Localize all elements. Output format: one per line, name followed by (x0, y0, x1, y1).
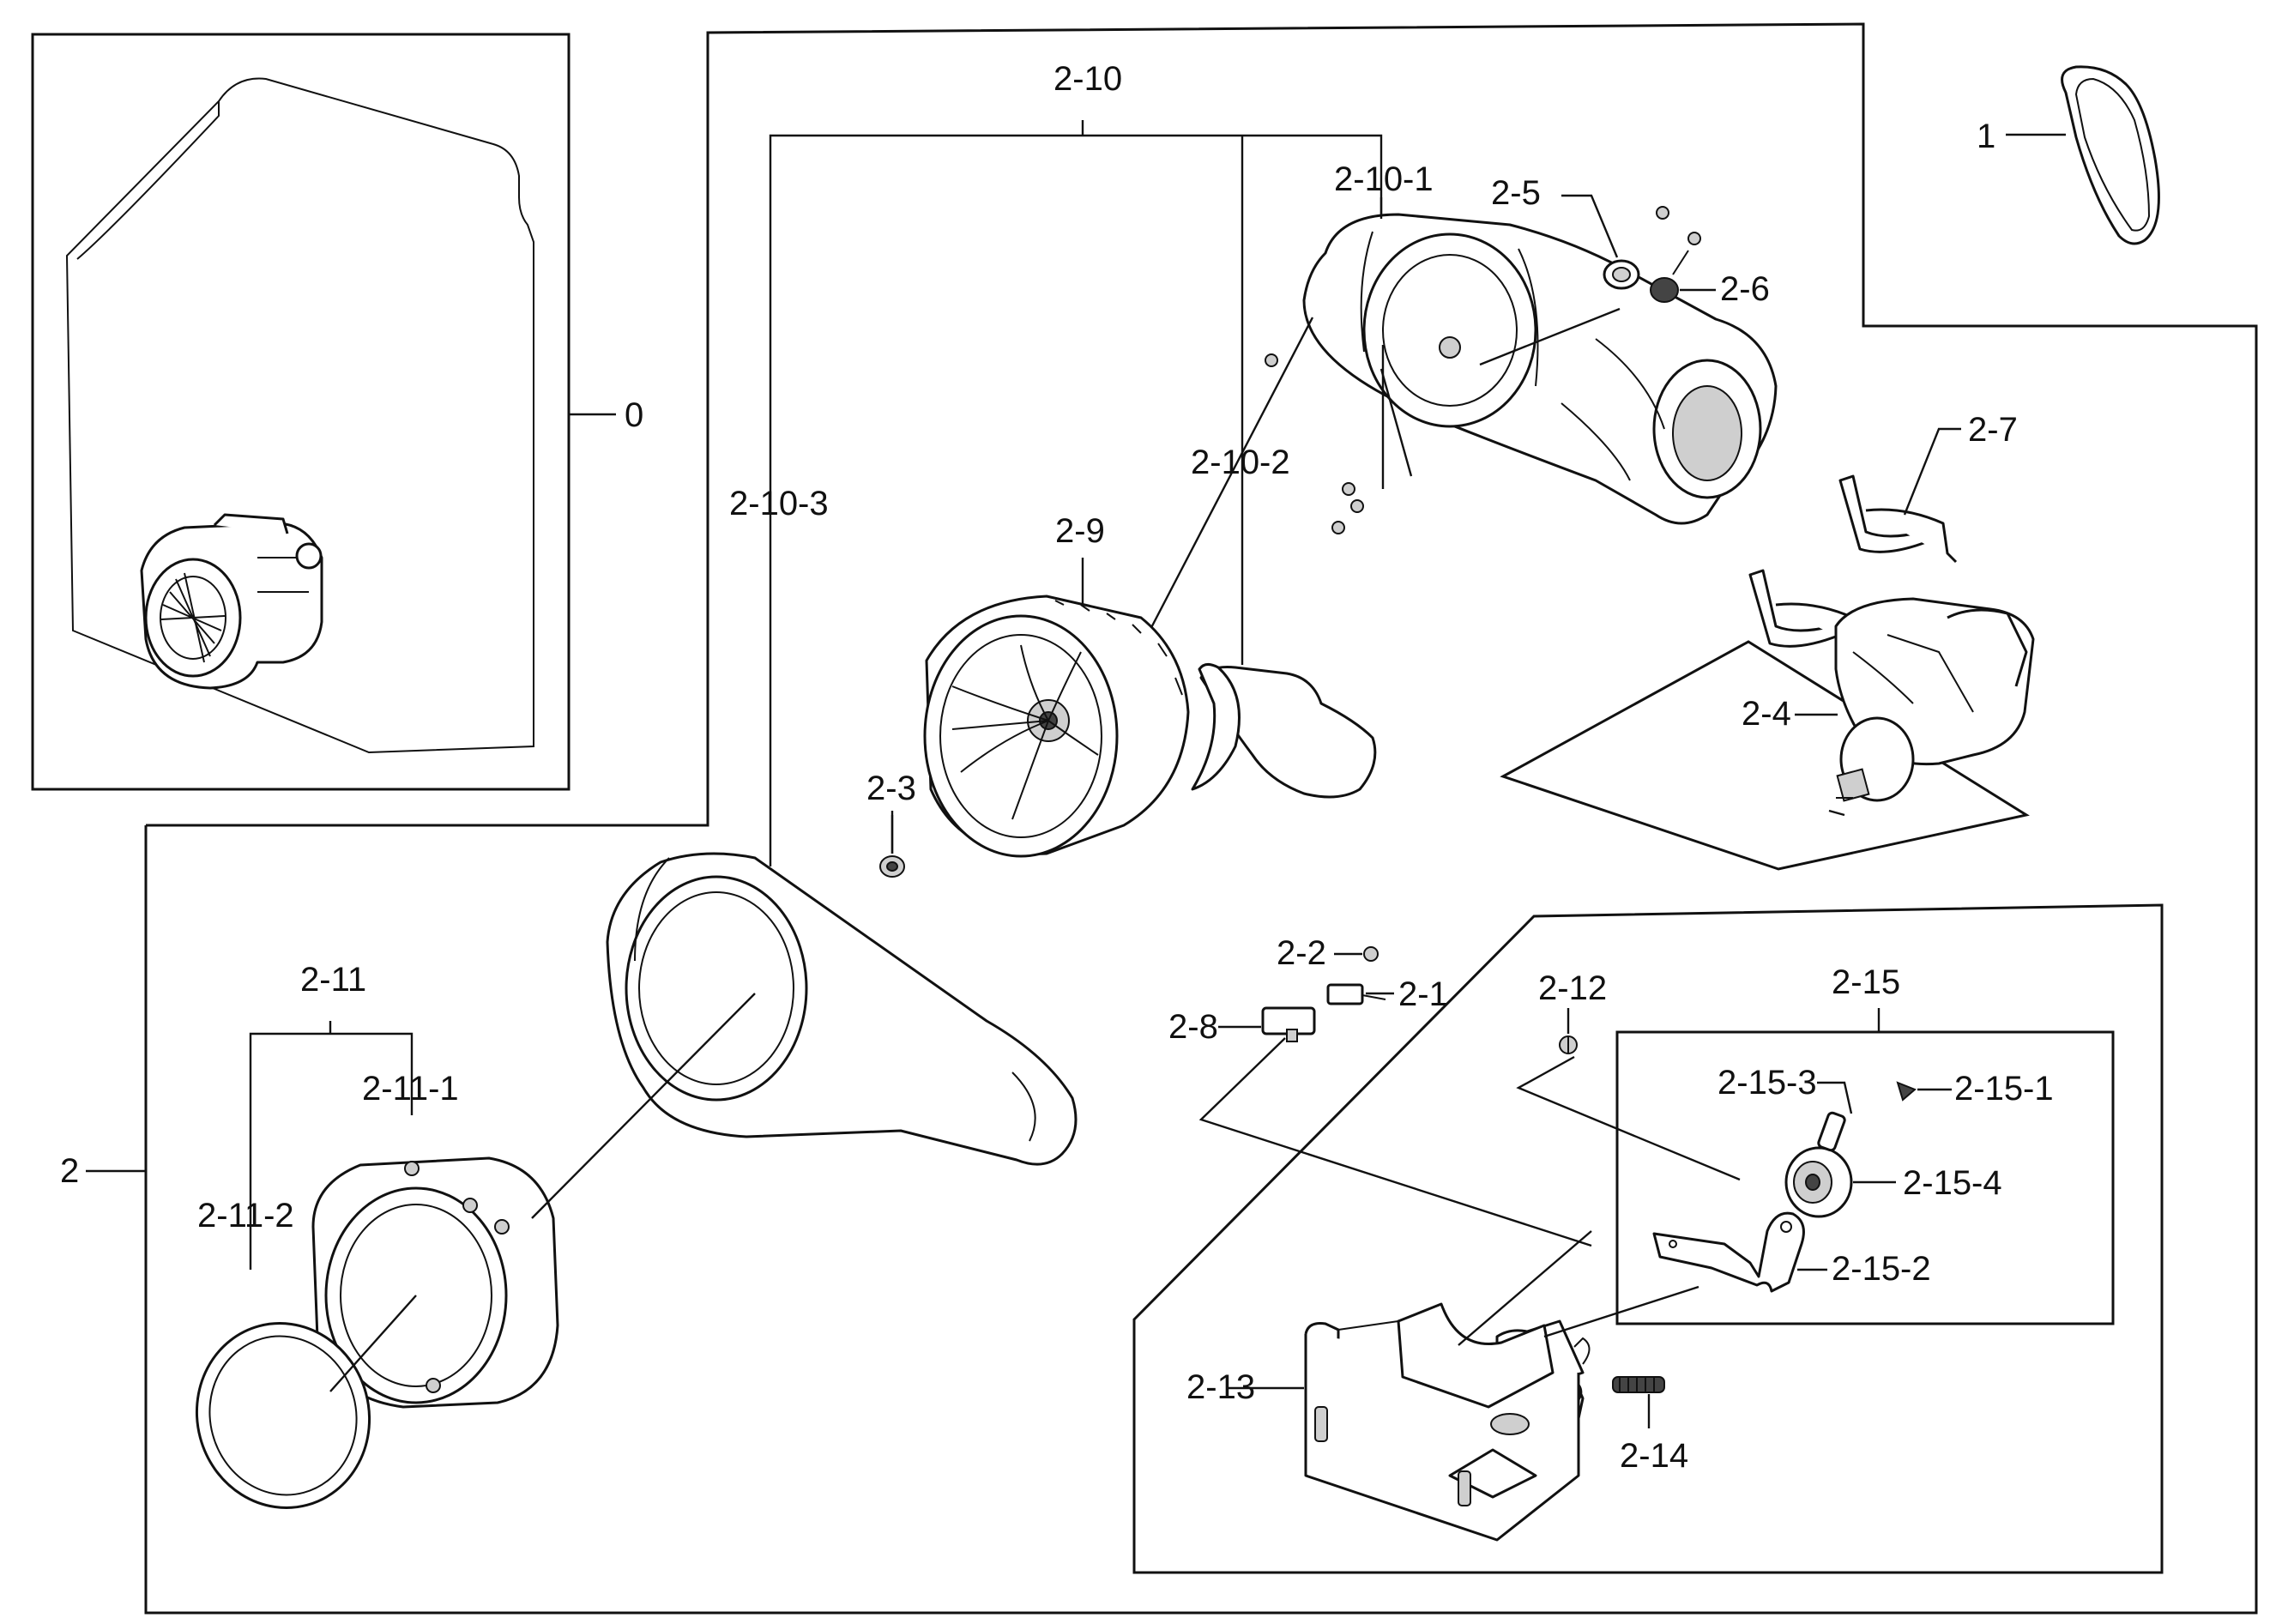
callout-1: 1 (1977, 118, 1995, 155)
callout-2-15-4: 2-15-4 (1903, 1164, 2002, 1202)
idler-shaft-2-15-3 (1817, 1111, 1846, 1152)
callout-2-14: 2-14 (1620, 1437, 1688, 1475)
screw-2-12 (1559, 1035, 1578, 1054)
thermal-fuse-2-6 (1650, 250, 1689, 303)
callout-2-15-2: 2-15-2 (1832, 1250, 1931, 1288)
drive-belt (2061, 65, 2160, 245)
leader-2-10 (769, 134, 1383, 866)
callout-2-11-2: 2-11-2 (197, 1197, 294, 1235)
callout-2-11-1: 2-11-1 (362, 1070, 459, 1108)
callout-2-15: 2-15 (1832, 963, 1900, 1001)
callout-2-5: 2-5 (1491, 174, 1541, 212)
fan-assembly-overview (140, 513, 323, 690)
drive-motor (1834, 597, 2035, 802)
callout-2-10: 2-10 (1053, 60, 1122, 98)
callout-0: 0 (625, 396, 643, 434)
motor-subassembly-frame (1500, 640, 2030, 871)
thermostat-2-5 (1603, 259, 1640, 290)
idler-spring (1612, 1376, 1665, 1393)
sensor-2-8 (1261, 1006, 1316, 1042)
callout-2-8: 2-8 (1168, 1008, 1218, 1046)
retaining-clip-2-15-1 (1896, 1081, 1917, 1102)
callout-2-15-1: 2-15-1 (1954, 1070, 2054, 1108)
callout-2-10-2: 2-10-2 (1191, 444, 1290, 481)
switch-2-1 (1326, 983, 1386, 1005)
idler-arm-2-15-2 (1652, 1211, 1805, 1293)
callout-2-1: 2-1 (1398, 975, 1448, 1013)
gasket-2-11-2 (195, 1322, 371, 1509)
callout-2-10-3: 2-10-3 (729, 485, 829, 522)
blower-housing-rear (1302, 213, 1778, 525)
callout-2-15-3: 2-15-3 (1718, 1064, 1817, 1102)
duct-flap (1191, 663, 1377, 799)
callout-2-12: 2-12 (1538, 969, 1607, 1007)
callout-2-13: 2-13 (1186, 1368, 1255, 1406)
housing-screws (1265, 206, 1701, 534)
callout-2-6: 2-6 (1720, 270, 1770, 308)
callout-2-4: 2-4 (1742, 695, 1791, 733)
cabinet-outline (65, 77, 534, 754)
idler-subassembly-frame (1615, 1030, 2115, 1325)
leader-2-11-1-axis (329, 1295, 417, 1392)
callout-2-2: 2-2 (1277, 934, 1326, 972)
idler-pulley-2-15-4 (1784, 1146, 1853, 1218)
leader-2-7 (1903, 427, 1961, 516)
callout-2: 2 (60, 1152, 79, 1190)
callout-2-3: 2-3 (866, 770, 916, 807)
exploded-axis-lines (890, 307, 1845, 1346)
leader-2-10-2 (1144, 317, 1314, 640)
screw-2-2 (1363, 946, 1379, 962)
leader-2-10-3-axis (531, 993, 756, 1219)
leader-2-5 (1561, 194, 1619, 258)
callout-2-10-1: 2-10-1 (1334, 160, 1434, 198)
callout-2-7: 2-7 (1968, 411, 2018, 449)
bracket-subassembly-frame (1132, 903, 2164, 1574)
blower-wheel (923, 595, 1190, 858)
leader-2-15-3 (1817, 1081, 1853, 1114)
callout-2-11: 2-11 (300, 961, 366, 999)
motor-mount-bracket (1304, 1302, 1591, 1542)
blower-housing-front (606, 852, 1078, 1166)
callout-2-9: 2-9 (1055, 512, 1105, 550)
assembly-2-frame (144, 22, 2258, 1615)
assembly-0-frame (31, 33, 570, 791)
blower-nut (879, 855, 905, 878)
